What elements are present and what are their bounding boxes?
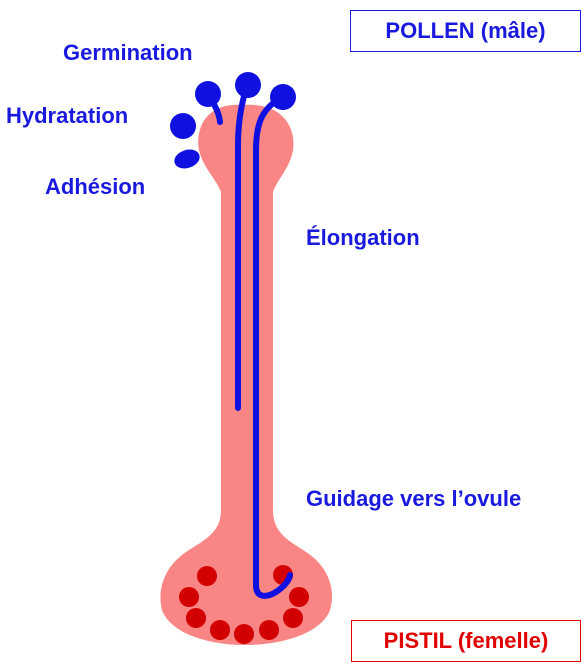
pollen-title: POLLEN (mâle): [385, 18, 546, 43]
pistil-title: PISTIL (femelle): [383, 628, 549, 653]
label-elongation: Élongation: [306, 225, 420, 250]
label-hydratation: Hydratation: [6, 103, 129, 128]
ovules: [179, 565, 309, 644]
pollen-grains: [170, 72, 296, 169]
pollen-grain-top: [235, 72, 261, 98]
pollen-title-box: POLLEN (mâle): [350, 10, 581, 52]
pistil-title-box: PISTIL (femelle): [351, 620, 581, 662]
ovule: [289, 587, 309, 607]
ovule: [186, 608, 206, 628]
pollen-tube-guided: [253, 95, 293, 599]
pollen-grain-adhering: [174, 149, 200, 169]
ovule: [234, 624, 254, 644]
ovule: [197, 566, 217, 586]
pollen-grain-hydrated: [170, 113, 196, 139]
ovule: [179, 587, 199, 607]
pistil-shape: [160, 104, 333, 646]
label-guidage: Guidage vers l’ovule: [306, 486, 522, 511]
ovule: [210, 620, 230, 640]
label-adhesion: Adhésion: [45, 174, 146, 199]
ovule: [283, 608, 303, 628]
label-germination: Germination: [63, 40, 193, 65]
ovule: [259, 620, 279, 640]
pollen-grain-right: [270, 84, 296, 110]
pollen-grain-germinating: [195, 81, 221, 107]
